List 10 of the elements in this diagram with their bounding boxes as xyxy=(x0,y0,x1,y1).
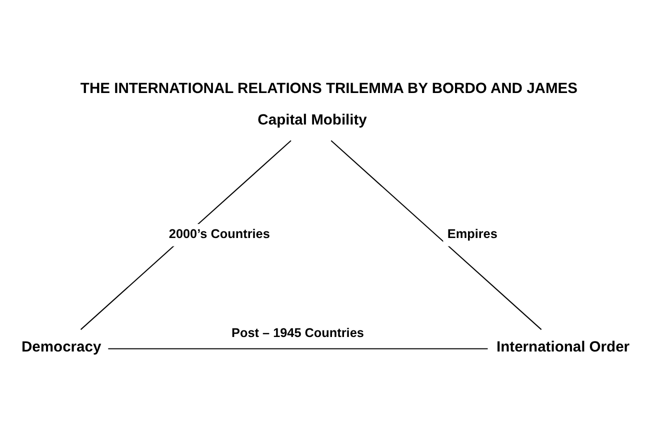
node-text: International Order xyxy=(496,340,630,356)
connector xyxy=(108,348,488,350)
edge-label: 2000’s Countries xyxy=(168,226,270,241)
edge-label: Post – 1945 Countries xyxy=(232,326,364,340)
diagram-title: THE INTERNATIONAL RELATIONS TRILEMMA BY BORDO AND JAMES xyxy=(80,81,578,98)
edge-label: Empires xyxy=(447,226,498,241)
node-text: Democracy xyxy=(22,340,102,356)
connector xyxy=(330,140,542,330)
connector xyxy=(80,140,292,330)
node-text: Capital Mobility xyxy=(258,112,367,128)
